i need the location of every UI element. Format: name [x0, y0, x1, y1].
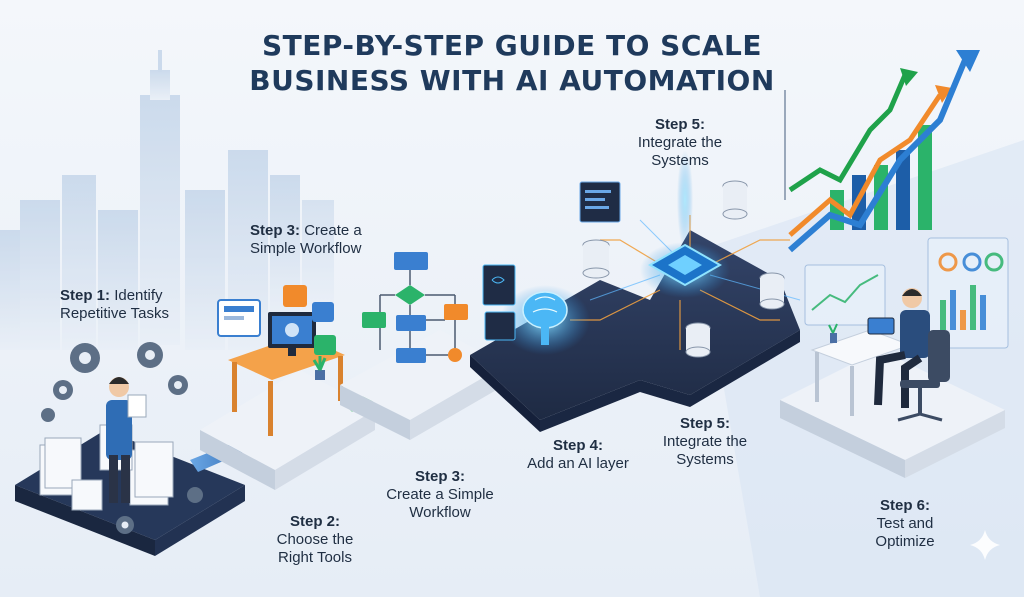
- label-step6-line1: Test and: [876, 515, 934, 532]
- label-step5-line2: Systems: [676, 451, 734, 468]
- label-step4-number: Step 4:: [552, 437, 603, 454]
- label-step6-line2: Optimize: [875, 533, 935, 550]
- platform-step6: [780, 350, 1005, 478]
- title-line-1: STEP-BY-STEP GUIDE TO SCALE: [261, 29, 763, 62]
- chart-icon: [784, 50, 980, 253]
- label-step3: Step 3: Create a Simple Workflow: [365, 468, 515, 522]
- plant-icon: [312, 356, 327, 380]
- chair-icon: [897, 330, 950, 422]
- monitor-icon: [268, 312, 316, 356]
- label-step4: Step 4: Add an AI layer: [508, 437, 648, 473]
- callout-step5: Step 5: Integrate the Systems: [605, 116, 755, 170]
- chip-icon: [647, 243, 723, 287]
- label-step2: Step 2: Choose the Right Tools: [255, 513, 375, 567]
- callout-step1-text2: Repetitive Tasks: [60, 305, 169, 322]
- label-step2-number: Step 2:: [289, 513, 340, 530]
- platform-step3: [340, 330, 505, 440]
- callout-step3-text: Create a: [304, 222, 362, 239]
- callout-step5-number: Step 5:: [654, 116, 705, 133]
- callout-step3-number: Step 3:: [250, 222, 301, 239]
- page-title: STEP-BY-STEP GUIDE TO SCALE BUSINESS WIT…: [0, 28, 1024, 98]
- title-line-2: BUSINESS WITH AI AUTOMATION: [249, 64, 775, 97]
- label-step5: Step 5: Integrate the Systems: [635, 415, 775, 469]
- callout-step3: Step 3: Create a Simple Workflow: [250, 222, 362, 258]
- callout-step1-text: Identify: [114, 287, 163, 304]
- brain-icon: [522, 291, 568, 345]
- callout-step1: Step 1: Identify Repetitive Tasks: [60, 287, 169, 323]
- label-step2-line2: Right Tools: [278, 549, 352, 566]
- callout-step1-number: Step 1:: [60, 287, 111, 304]
- callout-step5-text: Integrate the: [637, 134, 723, 151]
- callout-step5-text2: Systems: [651, 152, 709, 169]
- flowchart-nodes: [362, 252, 468, 363]
- app-windows: [217, 285, 336, 355]
- gear-icon: [41, 342, 203, 534]
- label-step3-number: Step 3:: [414, 468, 465, 485]
- document-stack-icon: [39, 424, 174, 511]
- dashboard-panels: [804, 237, 1009, 349]
- label-step3-line2: Workflow: [409, 504, 471, 521]
- label-step3-line1: Create a Simple: [386, 486, 494, 503]
- label-step5-line1: Integrate the: [662, 433, 748, 450]
- database-icon: [582, 180, 785, 358]
- label-step6: Step 6: Test and Optimize: [845, 497, 965, 551]
- callout-step3-text2: Simple Workflow: [250, 240, 362, 257]
- sparkle-icon: [970, 530, 1000, 560]
- flowchart-icon: [379, 270, 456, 356]
- person-icon: [867, 288, 930, 408]
- person-icon: [106, 377, 147, 503]
- ai-screens: [482, 181, 621, 341]
- label-step5-number: Step 5:: [679, 415, 730, 432]
- label-step2-line1: Choose the: [276, 531, 354, 548]
- platform-step2: [200, 370, 375, 490]
- label-step6-number: Step 6:: [879, 497, 930, 514]
- label-step4-line1: Add an AI layer: [527, 455, 629, 472]
